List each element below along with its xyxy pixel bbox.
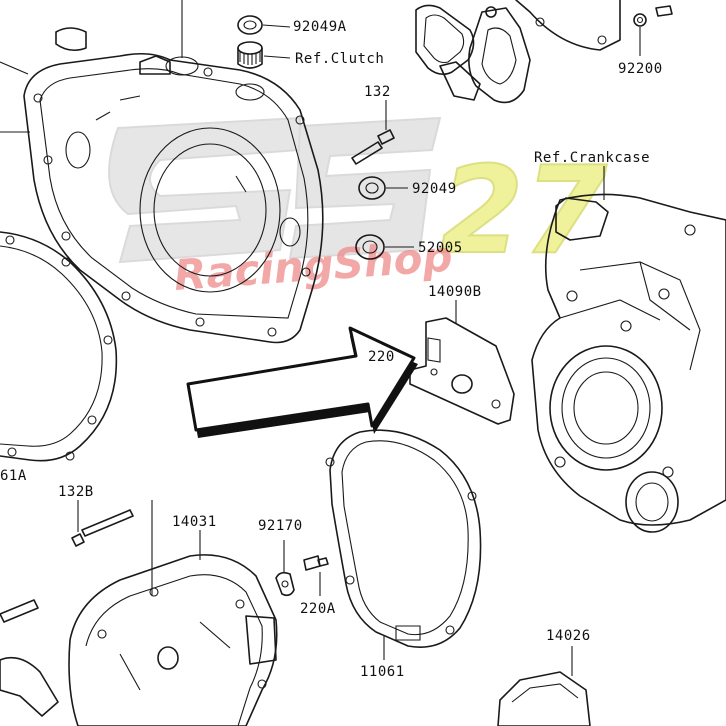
clamp-92170 — [275, 540, 295, 597]
arrow-body — [186, 326, 416, 432]
bolt-132b — [71, 500, 134, 547]
label-92049a: 92049A — [293, 19, 347, 35]
part-labels: 92049A Ref.Clutch 92200 132 92049 Ref.Cr… — [0, 19, 663, 680]
cover-gasket-left — [0, 231, 118, 462]
label-61a: 61A — [0, 468, 27, 484]
watermark-number: 27 — [440, 142, 607, 281]
pointer-arrow — [186, 326, 418, 438]
left-edge-parts — [0, 599, 59, 717]
label-14031: 14031 — [172, 514, 217, 530]
label-220a: 220A — [300, 601, 336, 617]
bolt-220a — [303, 555, 329, 596]
label-132: 132 — [364, 84, 391, 100]
crankcase — [531, 166, 726, 533]
label-11061: 11061 — [360, 664, 405, 680]
oil-pump-parts — [415, 0, 673, 104]
label-92049: 92049 — [412, 181, 457, 197]
seal-92049a — [237, 15, 291, 35]
label-92170: 92170 — [258, 518, 303, 534]
plate-14090b — [409, 300, 515, 425]
bearing-ref-clutch — [237, 41, 291, 69]
bolt-132 — [351, 100, 395, 165]
label-220: 220 — [368, 349, 395, 365]
label-14026: 14026 — [546, 628, 591, 644]
label-52005: 52005 — [418, 240, 463, 256]
seal-92049 — [358, 176, 408, 200]
generator-cover — [68, 500, 278, 726]
seal-52005 — [355, 234, 414, 260]
gasket-11061 — [325, 429, 482, 660]
label-ref-clutch: Ref.Clutch — [295, 51, 384, 67]
cover-14026 — [497, 646, 591, 726]
label-92200: 92200 — [618, 61, 663, 77]
clutch-cover — [0, 0, 324, 344]
label-ref-crankcase: Ref.Crankcase — [534, 150, 650, 166]
label-14090b: 14090B — [428, 284, 482, 300]
watermark: 27 RacingShop — [108, 116, 608, 300]
watermark-logo-shape — [108, 116, 442, 264]
label-132b: 132B — [58, 484, 94, 500]
